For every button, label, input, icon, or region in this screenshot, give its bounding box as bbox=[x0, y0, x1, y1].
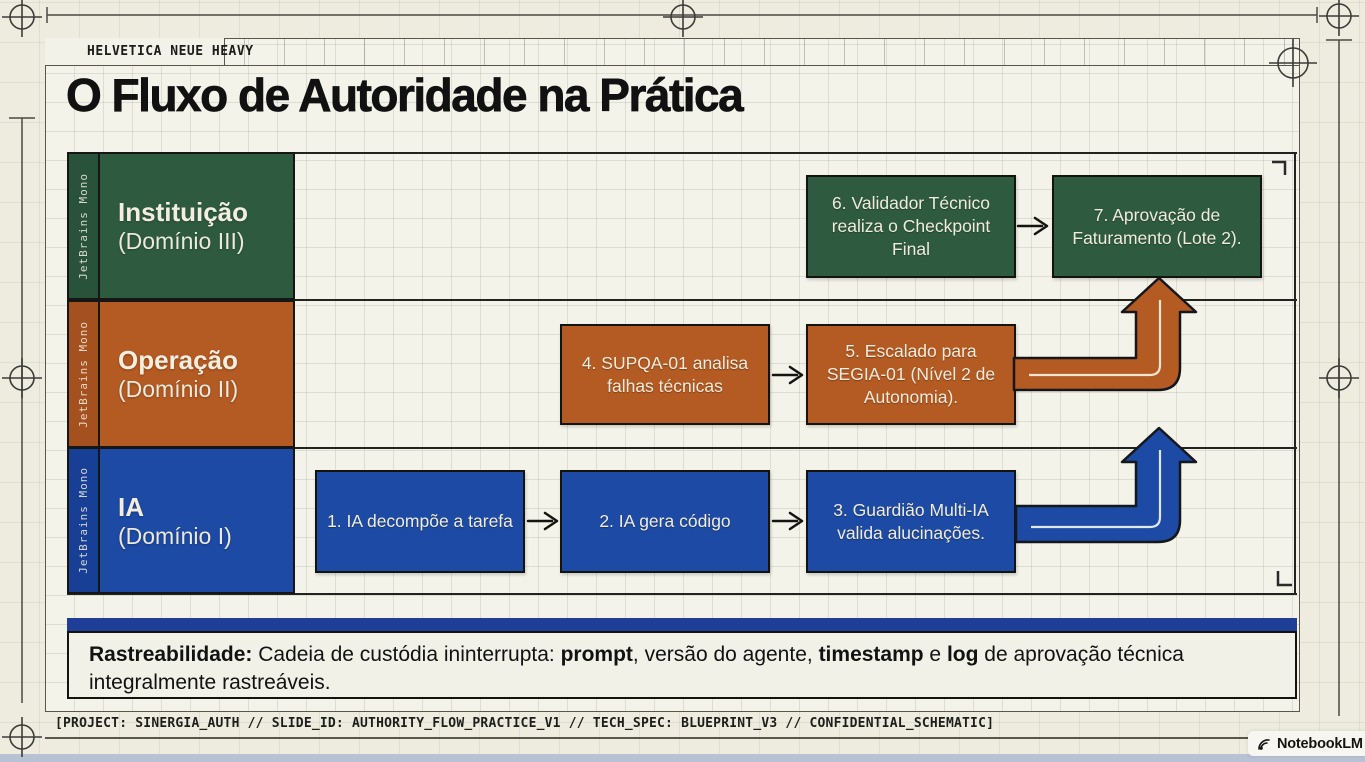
bottom-edge-strip bbox=[0, 754, 1365, 762]
registration-crosshair-icon bbox=[2, 0, 42, 37]
trace-seg: , versão do agente, bbox=[632, 643, 819, 666]
lane-operacao-fontstrip: JetBrains Mono bbox=[67, 300, 100, 448]
lane-instituicao-label: Instituição (Domínio III) bbox=[98, 152, 295, 300]
step-box-7: 7. Aprovação de Faturamento (Lote 2). bbox=[1052, 175, 1262, 278]
font-spec-strip: HELVETICA NEUE HEAVY bbox=[45, 38, 1300, 66]
registration-crosshair-icon bbox=[2, 717, 42, 757]
lane-name: Operação bbox=[118, 345, 238, 375]
traceability-accent-bar bbox=[67, 618, 1297, 631]
footer-rule bbox=[45, 737, 1297, 739]
trace-seg: Cadeia de custódia ininterrupta: bbox=[252, 643, 561, 666]
step-box-5: 5. Escalado para SEGIA-01 (Nível 2 de Au… bbox=[806, 324, 1016, 425]
registration-crosshair-icon bbox=[663, 0, 703, 37]
page-title: O Fluxo de Autoridade na Prática bbox=[66, 69, 744, 122]
trace-seg: de aprovação técnica integralmente rastr… bbox=[89, 643, 1184, 695]
registration-crosshair-icon bbox=[2, 358, 42, 398]
lane-divider-2 bbox=[67, 447, 1297, 449]
lane-instituicao-side-label: JetBrains Mono bbox=[77, 172, 90, 280]
lane-ia-fontstrip: JetBrains Mono bbox=[67, 447, 100, 594]
lane-name: IA bbox=[118, 491, 144, 522]
lane-top-border bbox=[67, 152, 1297, 154]
lane-operacao-label: Operação (Domínio II) bbox=[98, 300, 295, 448]
project-spec-line: [PROJECT: SINERGIA_AUTH // SLIDE_ID: AUT… bbox=[55, 716, 995, 731]
trace-seg: log bbox=[946, 643, 979, 666]
traceability-note: Rastreabilidade: Cadeia de custódia inin… bbox=[67, 631, 1297, 699]
step-box-2: 2. IA gera código bbox=[560, 470, 770, 573]
step-box-1: 1. IA decompõe a tarefa bbox=[315, 470, 525, 573]
lane-divider-1 bbox=[67, 299, 1297, 301]
step-box-4: 4. SUPQA-01 analisa falhas técnicas bbox=[560, 324, 770, 425]
notebooklm-badge: NotebookLM bbox=[1248, 731, 1365, 756]
lane-right-border bbox=[1294, 152, 1296, 595]
lane-domain: (Domínio III) bbox=[118, 228, 245, 254]
lane-operacao-side-label: JetBrains Mono bbox=[77, 320, 90, 428]
lane-ia-side-label: JetBrains Mono bbox=[77, 467, 90, 574]
lane-name: Instituição bbox=[118, 197, 249, 227]
trace-seg: prompt bbox=[560, 643, 633, 666]
registration-crosshair-icon bbox=[1319, 358, 1359, 398]
trace-seg: e bbox=[923, 643, 947, 666]
lane-instituicao-fontstrip: JetBrains Mono bbox=[67, 152, 100, 300]
brand-label: NotebookLM bbox=[1277, 735, 1363, 752]
lane-domain: (Domínio II) bbox=[118, 376, 239, 402]
lane-ia-label: IA (Domínio I) bbox=[98, 447, 295, 594]
trace-seg: timestamp bbox=[818, 643, 924, 666]
trace-seg: Rastreabilidade: bbox=[89, 643, 253, 666]
lane-bottom-border bbox=[67, 593, 1297, 595]
lane-domain: (Domínio I) bbox=[118, 522, 232, 549]
notebooklm-icon bbox=[1258, 738, 1270, 750]
font-spec-label: HELVETICA NEUE HEAVY bbox=[45, 38, 253, 65]
step-box-3: 3. Guardião Multi-IA valida alucinações. bbox=[806, 470, 1016, 573]
registration-crosshair-icon bbox=[1319, 0, 1359, 36]
step-box-6: 6. Validador Técnico realiza o Checkpoin… bbox=[806, 175, 1016, 278]
